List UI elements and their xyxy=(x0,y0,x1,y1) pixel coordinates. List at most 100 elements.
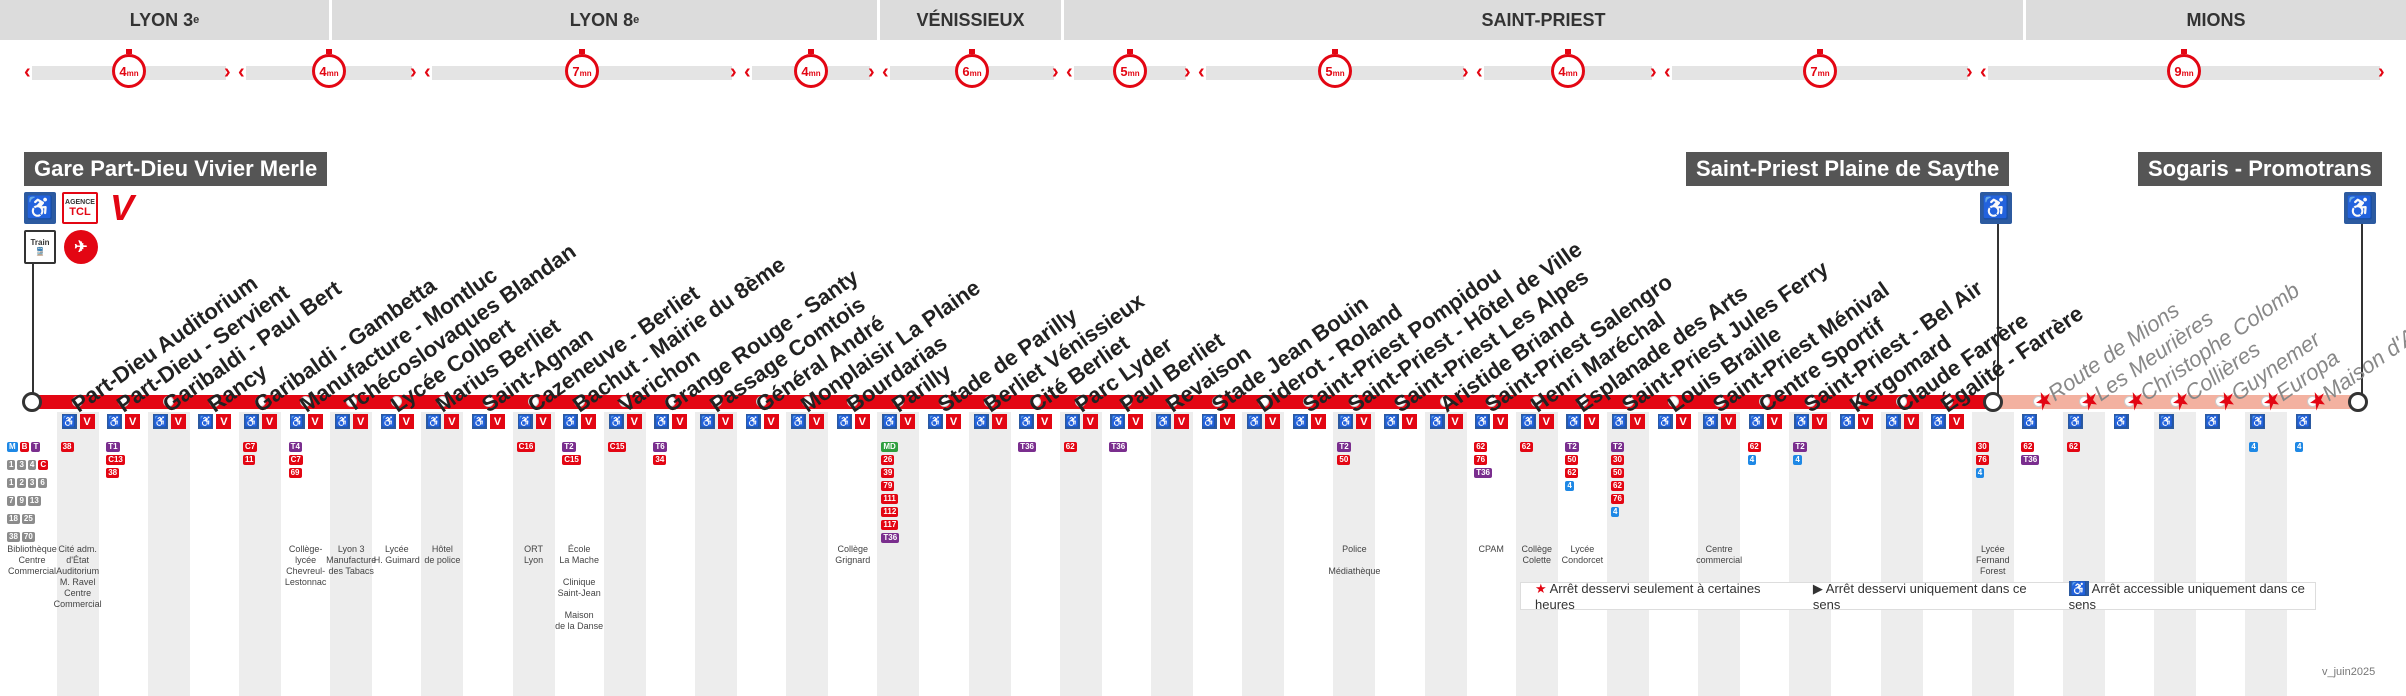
line-badge[interactable]: C15 xyxy=(561,453,582,466)
line-badge[interactable]: 39 xyxy=(880,466,900,479)
stop-marker[interactable] xyxy=(664,396,676,407)
line-badge[interactable]: 79 xyxy=(880,479,900,492)
stop-marker[interactable] xyxy=(1622,396,1634,407)
line-badge[interactable]: 38 xyxy=(60,440,75,453)
line-badge[interactable]: T2 xyxy=(561,440,582,453)
stop-marker[interactable] xyxy=(1804,396,1816,407)
stop-marker[interactable] xyxy=(1713,396,1725,407)
line-badge[interactable]: T1 xyxy=(105,440,126,453)
stop-marker[interactable] xyxy=(163,396,175,407)
line-badge[interactable]: 4 xyxy=(1747,453,1762,466)
stop-marker[interactable] xyxy=(1668,396,1680,407)
line-badge[interactable]: 62 xyxy=(2020,440,2040,453)
line-badge[interactable]: 30 xyxy=(1975,440,1990,453)
line-badge[interactable]: 62 xyxy=(1519,440,1534,453)
line-badge[interactable]: 62 xyxy=(1564,466,1579,479)
stop-marker[interactable] xyxy=(1166,396,1178,407)
line-badge[interactable]: C15 xyxy=(607,440,628,453)
stop-marker[interactable] xyxy=(117,396,129,407)
terminal-stop-marker[interactable] xyxy=(2347,392,2368,412)
line-badge[interactable]: 34 xyxy=(652,453,667,466)
stop-marker[interactable] xyxy=(1485,396,1497,407)
line-badge[interactable]: T6 xyxy=(652,440,667,453)
line-badge[interactable]: 50 xyxy=(1610,466,1625,479)
line-badge[interactable]: 38 xyxy=(105,466,126,479)
line-badge[interactable]: 69 xyxy=(288,466,304,479)
line-badge[interactable]: 76 xyxy=(1473,453,1493,466)
stop-marker[interactable] xyxy=(482,396,494,407)
line-badge[interactable]: 62 xyxy=(1063,440,1078,453)
line-badge[interactable]: 50 xyxy=(1336,453,1351,466)
stop-marker[interactable] xyxy=(2169,396,2181,407)
line-badge[interactable]: 11 xyxy=(242,453,258,466)
stop-marker[interactable] xyxy=(801,396,813,407)
stop-marker[interactable] xyxy=(1348,396,1360,407)
stop-marker[interactable] xyxy=(847,396,859,407)
stop-marker[interactable] xyxy=(345,396,357,407)
stop-marker[interactable] xyxy=(1850,396,1862,407)
line-badge[interactable]: T36 xyxy=(1108,440,1128,453)
stop-marker[interactable] xyxy=(1303,396,1315,407)
line-badge[interactable]: 117 xyxy=(880,518,900,531)
line-badge[interactable]: C7 xyxy=(288,453,304,466)
stop-marker[interactable] xyxy=(710,396,722,407)
stop-marker[interactable] xyxy=(1075,396,1087,407)
line-badge[interactable]: T36 xyxy=(2020,453,2040,466)
line-badge[interactable]: 111 xyxy=(880,492,900,505)
line-badge[interactable]: T2 xyxy=(1336,440,1351,453)
stop-marker[interactable] xyxy=(1212,396,1224,407)
stop-marker[interactable] xyxy=(756,396,768,407)
line-badge[interactable]: C7 xyxy=(242,440,258,453)
line-badge[interactable]: T36 xyxy=(880,531,900,544)
line-badge[interactable]: 4 xyxy=(1610,505,1625,518)
line-badge[interactable]: 76 xyxy=(1975,453,1990,466)
stop-marker[interactable] xyxy=(2124,396,2136,407)
stop-marker[interactable] xyxy=(573,396,585,407)
line-badge[interactable]: 62 xyxy=(1747,440,1762,453)
stop-marker[interactable] xyxy=(1941,396,1953,407)
line-badge[interactable]: 26 xyxy=(880,453,900,466)
line-badge[interactable]: 62 xyxy=(2066,440,2081,453)
stop-marker[interactable] xyxy=(2215,396,2227,407)
stop-marker[interactable] xyxy=(391,396,403,407)
line-badge[interactable]: 112 xyxy=(880,505,900,518)
stop-marker[interactable] xyxy=(1029,396,1041,407)
line-badge[interactable]: 62 xyxy=(1610,479,1625,492)
line-badge[interactable]: C13 xyxy=(105,453,126,466)
stop-marker[interactable] xyxy=(1257,396,1269,407)
stop-marker[interactable] xyxy=(1120,396,1132,407)
stop-marker[interactable] xyxy=(1440,396,1452,407)
stop-marker[interactable] xyxy=(1531,396,1543,407)
line-badge[interactable]: 30 xyxy=(1610,453,1625,466)
stop-marker[interactable] xyxy=(1896,396,1908,407)
line-badge[interactable]: T2 xyxy=(1564,440,1579,453)
line-badge[interactable]: 4 xyxy=(1792,453,1807,466)
stop-marker[interactable] xyxy=(300,396,312,407)
stop-marker[interactable] xyxy=(1759,396,1771,407)
stop-marker[interactable] xyxy=(938,396,950,407)
line-badge[interactable]: 50 xyxy=(1564,453,1579,466)
line-badge[interactable]: 4 xyxy=(1975,466,1990,479)
line-badge[interactable]: 4 xyxy=(2294,440,2304,453)
stop-marker[interactable] xyxy=(1394,396,1406,407)
line-badge[interactable]: 4 xyxy=(1564,479,1579,492)
stop-marker[interactable] xyxy=(2078,396,2090,407)
stop-marker[interactable] xyxy=(208,396,220,407)
line-badge[interactable]: T36 xyxy=(1473,466,1493,479)
stop-marker[interactable] xyxy=(1576,396,1588,407)
line-badge[interactable]: T2 xyxy=(1610,440,1625,453)
stop-marker[interactable] xyxy=(2032,396,2044,407)
line-badge[interactable]: 62 xyxy=(1473,440,1493,453)
line-badge[interactable]: T4 xyxy=(288,440,304,453)
line-badge[interactable]: 4 xyxy=(2248,440,2258,453)
stop-marker[interactable] xyxy=(254,396,266,407)
line-badge[interactable]: T36 xyxy=(1017,440,1037,453)
terminal-stop-marker[interactable] xyxy=(22,392,42,412)
stop-marker[interactable] xyxy=(984,396,996,407)
terminal-stop-marker[interactable] xyxy=(1982,392,2003,412)
stop-marker[interactable] xyxy=(2306,396,2318,407)
stop-marker[interactable] xyxy=(436,396,448,407)
stop-marker[interactable] xyxy=(2260,396,2272,407)
stop-marker[interactable] xyxy=(72,396,84,407)
stop-marker[interactable] xyxy=(892,396,904,407)
